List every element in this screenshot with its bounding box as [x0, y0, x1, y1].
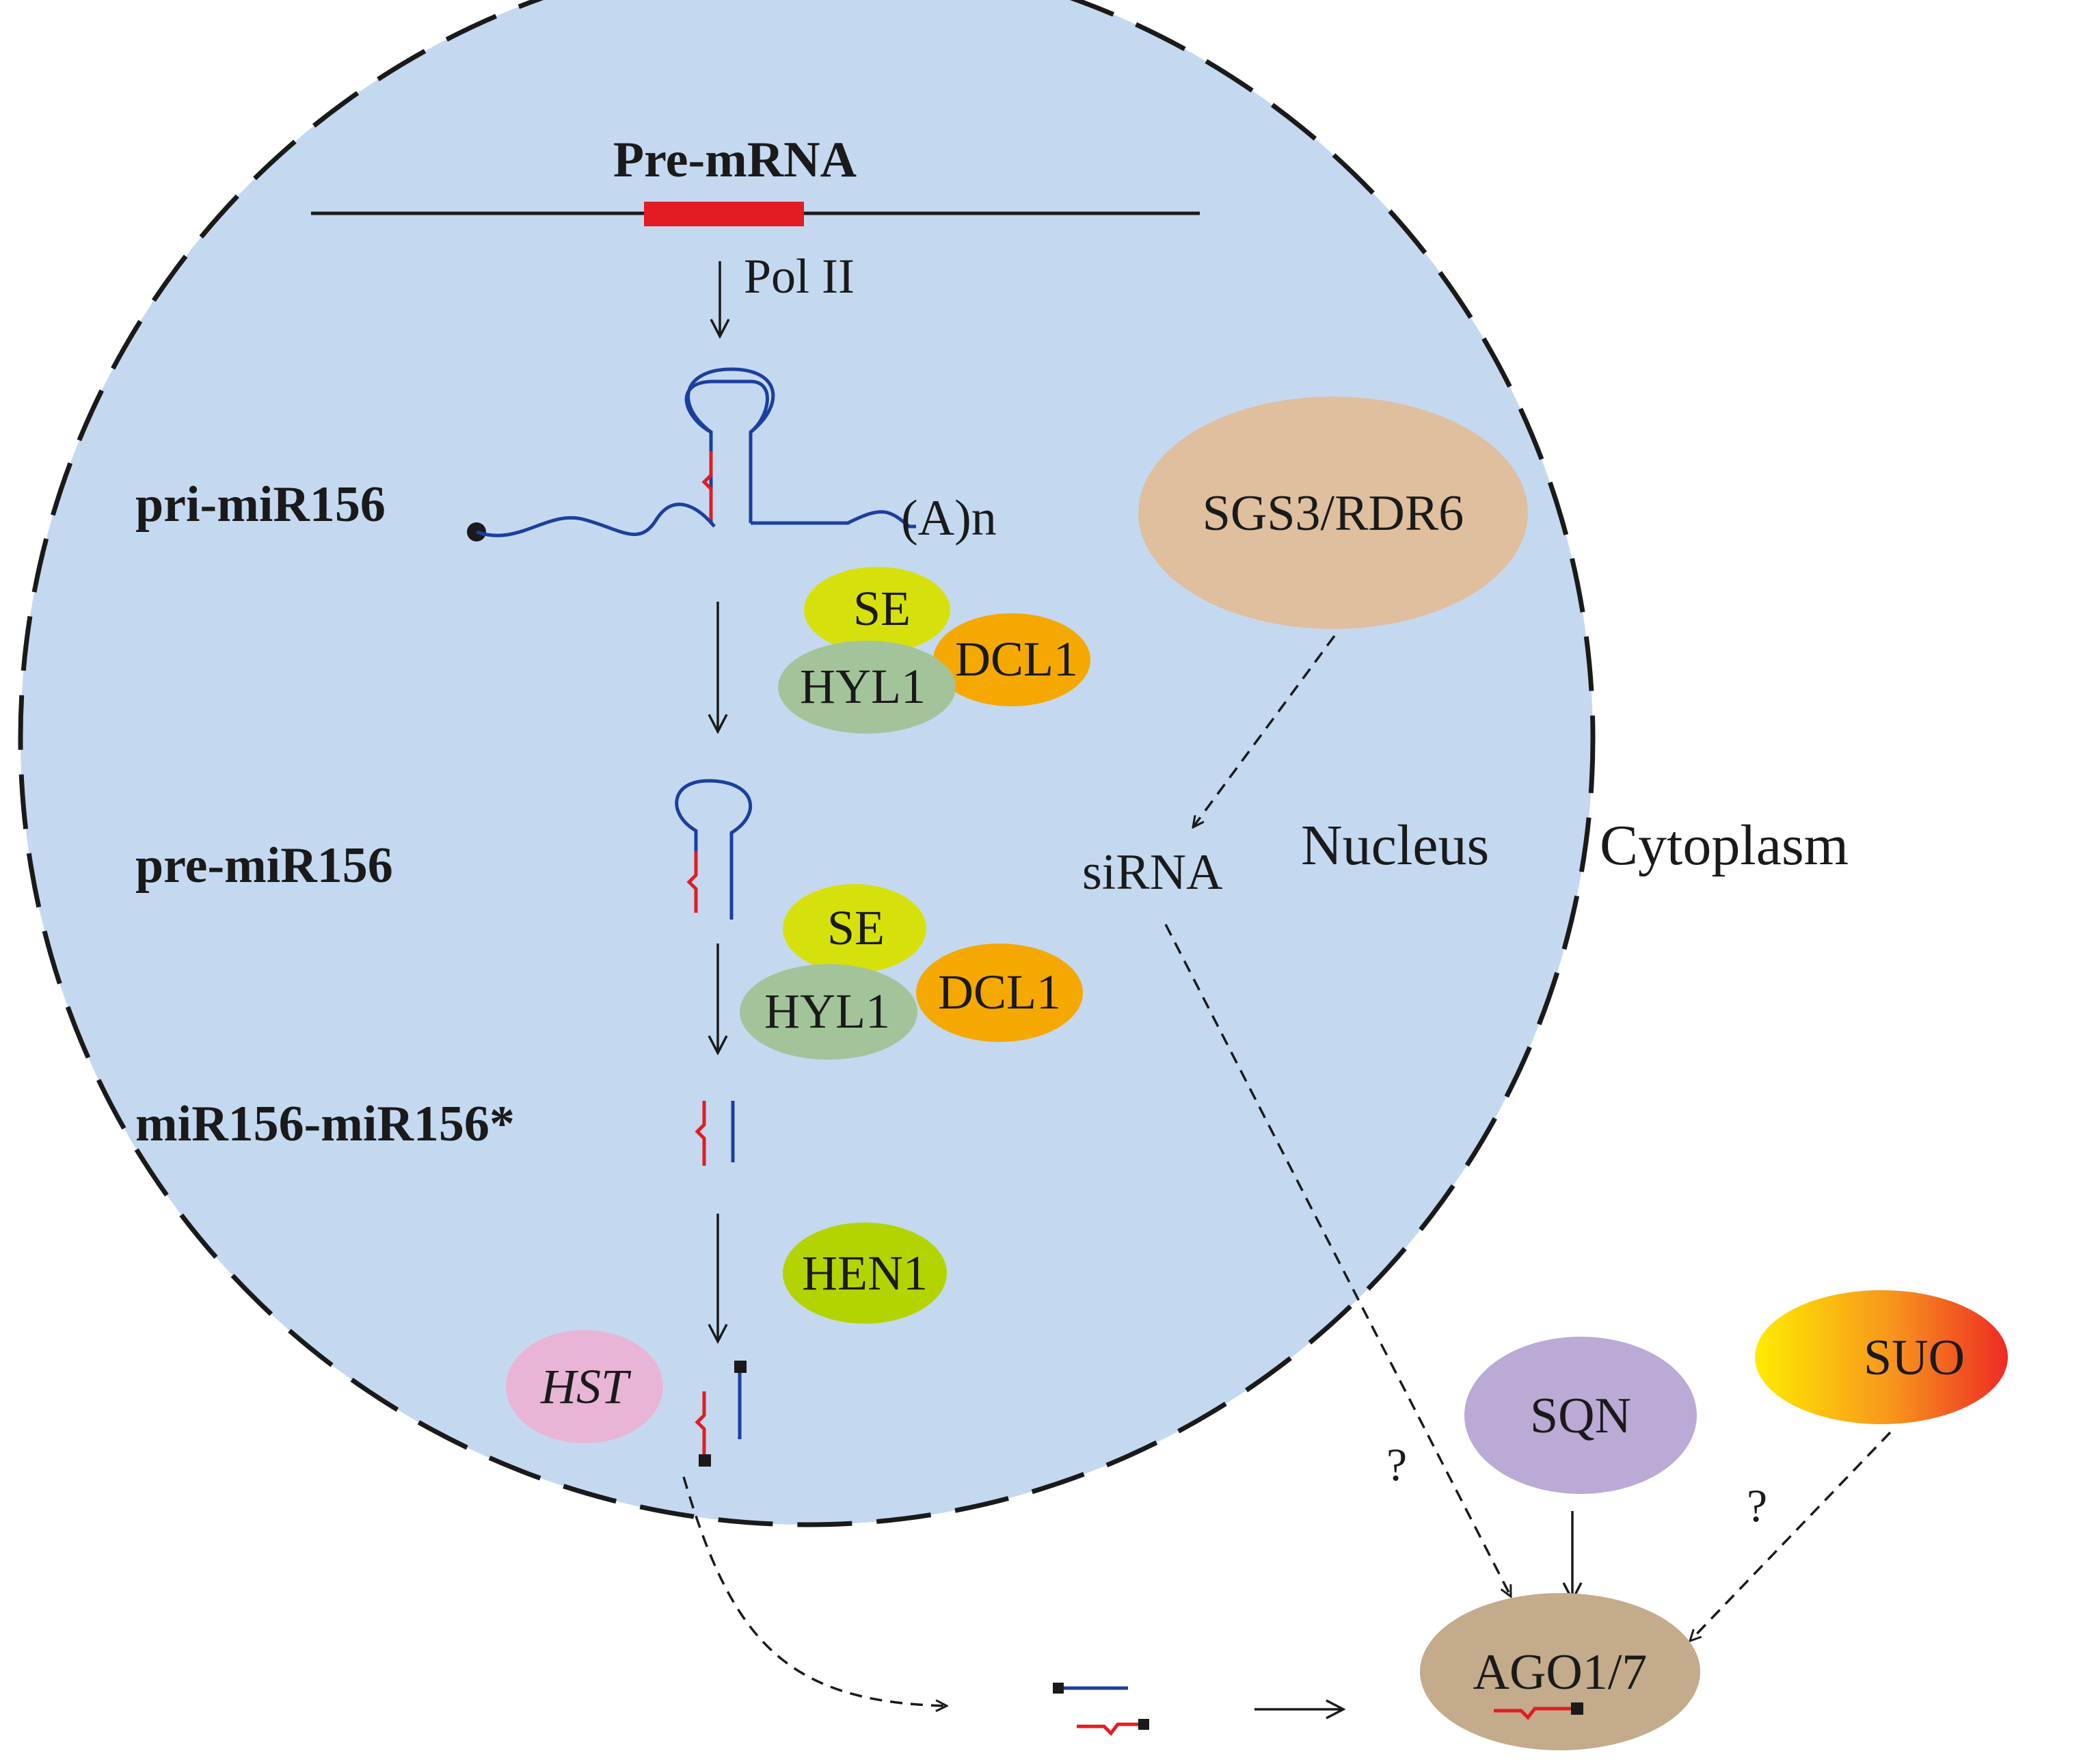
se-label-2: SE [827, 900, 885, 955]
pri-mirna-hairpin-loop [686, 367, 775, 433]
duplex-label: miR156-miR156* [135, 1096, 515, 1152]
pri-mirna-hairpin [684, 379, 769, 523]
mirna-strand-pri [701, 451, 713, 520]
se-protein-2 [783, 884, 926, 973]
cyto-duplex-methyl-star [1053, 1683, 1064, 1694]
pri-mir156-label: pri-miR156 [135, 477, 386, 533]
cytoplasm-label: Cytoplasm [1600, 814, 1849, 877]
nucleus-label: Nucleus [1301, 814, 1489, 877]
sgs3-rdr6-protein [1138, 397, 1528, 629]
mirna-gene-region [644, 202, 804, 226]
mirna-strand-pre [686, 851, 698, 913]
sirna-to-ago-arrow [1164, 924, 1512, 1596]
methylated-mirna-strand [695, 1391, 706, 1460]
se-protein-1 [804, 567, 950, 653]
dcl1-protein-1 [933, 613, 1090, 706]
se-label-1: SE [853, 581, 911, 636]
poly-a-tail-label: (A)n [901, 490, 997, 546]
pre-mrna-label: Pre-mRNA [613, 132, 857, 188]
pol-ii-label: Pol II [744, 249, 855, 304]
hyl1-label-1: HYL1 [800, 659, 926, 714]
pri-mirna-3prime-tail [751, 510, 916, 529]
question-mark-1: ? [1386, 1439, 1407, 1491]
pre-mir156-label: pre-miR156 [135, 838, 393, 894]
duplex-mirna-strand [695, 1101, 706, 1166]
hyl1-protein-1 [778, 641, 956, 734]
nuclear-export-arrow [682, 1476, 947, 1706]
dcl1-label-2: DCL1 [938, 965, 1061, 1019]
ago-protein [1420, 1593, 1700, 1750]
suo-to-ago-arrow [1690, 1431, 1892, 1641]
cyto-duplex-methyl-mirna [1138, 1719, 1149, 1730]
methyl-group-star [734, 1361, 747, 1373]
dcl1-protein-2 [916, 944, 1083, 1042]
ago-label: AGO1/7 [1473, 1644, 1648, 1700]
pri-mirna-5prime-tail [476, 503, 716, 537]
hst-label: HST [540, 1359, 632, 1414]
methyl-group-mirna [699, 1454, 711, 1467]
ago-loaded-mirna [1494, 1707, 1572, 1720]
question-mark-2: ? [1747, 1480, 1767, 1532]
sqn-protein [1464, 1337, 1697, 1494]
suo-label: SUO [1864, 1330, 1965, 1386]
nucleus [18, 0, 1596, 1527]
suo-protein [1755, 1290, 2008, 1424]
sirna-label: siRNA [1082, 844, 1223, 900]
hen1-protein [783, 1222, 947, 1324]
hst-protein [506, 1330, 663, 1443]
cyto-duplex-mirna-strand [1077, 1722, 1138, 1736]
sgs3-rdr6-label: SGS3/RDR6 [1203, 485, 1464, 542]
hen1-label: HEN1 [802, 1246, 928, 1300]
dcl1-label-1: DCL1 [955, 632, 1078, 686]
ago-loaded-methyl [1571, 1702, 1583, 1715]
sqn-label: SQN [1530, 1388, 1631, 1444]
pre-mirna-hairpin [675, 779, 753, 920]
hyl1-label-2: HYL1 [764, 984, 890, 1039]
hyl1-protein-2 [740, 964, 917, 1060]
